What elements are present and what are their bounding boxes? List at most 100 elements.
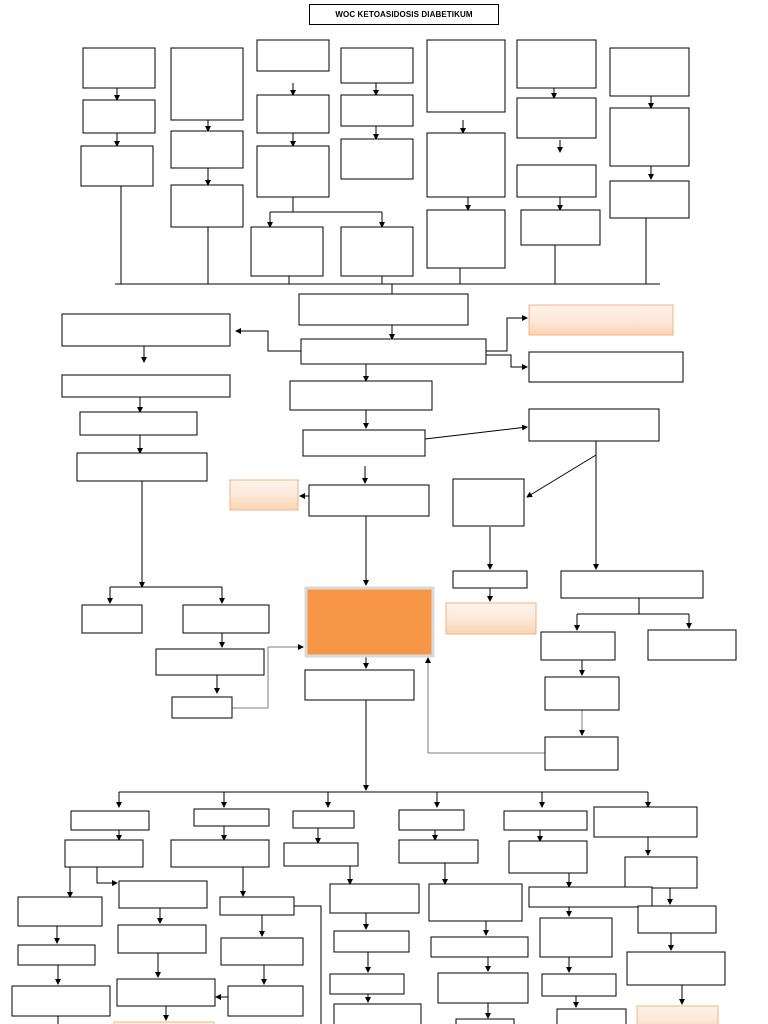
diagram-box [17, 944, 96, 966]
diagram-box [82, 99, 156, 134]
diagram-box [503, 810, 588, 831]
diagram-box [289, 380, 433, 411]
diagram-box [528, 351, 684, 383]
diagram-box [430, 936, 529, 958]
diagram-box [80, 145, 154, 187]
diagram-box [516, 39, 597, 89]
highlight-box [528, 304, 674, 336]
diagram-box [452, 478, 525, 527]
diagram-box [298, 293, 469, 326]
diagram-box [79, 411, 198, 436]
diagram-box [117, 924, 207, 954]
diagram-box [182, 604, 270, 634]
diagram-box [64, 839, 144, 868]
diagram-boxes [11, 39, 737, 1024]
diagram-box [426, 39, 506, 113]
connector-arrow [235, 328, 301, 352]
diagram-box [118, 880, 208, 909]
connector-arrow [96, 867, 118, 886]
diagram-box [155, 648, 265, 676]
diagram-box [256, 94, 330, 134]
highlight-box [636, 1005, 719, 1024]
diagram-box [256, 39, 330, 72]
diagram-box [437, 972, 529, 1004]
diagram-box [333, 930, 410, 953]
diagram-box [76, 452, 208, 482]
diagram-box [544, 736, 619, 771]
diagram-box [508, 840, 588, 874]
diagram-box [516, 97, 597, 139]
diagram-box [540, 631, 616, 661]
diagram-box [556, 1008, 627, 1024]
diagram-box [516, 164, 597, 198]
diagram-box [329, 973, 405, 995]
diagram-box [70, 810, 150, 831]
diagram-box [560, 570, 704, 599]
diagram-box [193, 808, 270, 827]
diagram-box [528, 408, 660, 442]
diagram-box [609, 180, 690, 219]
connector-arrow [232, 644, 304, 709]
diagram-box [170, 130, 244, 169]
diagram-box [333, 1003, 422, 1024]
diagram-box [340, 47, 414, 84]
diagram-box [428, 883, 523, 922]
diagram-box [340, 94, 414, 127]
diagram-box [250, 226, 324, 277]
diagram-box [426, 209, 506, 269]
diagram-box [17, 896, 103, 927]
diagram-box [256, 145, 330, 198]
diagram-box [170, 839, 270, 868]
diagram-box [624, 856, 698, 889]
diagram-box [219, 896, 295, 916]
diagram-box [455, 1018, 515, 1024]
diagram-box [452, 570, 528, 589]
connector-line [294, 905, 322, 1024]
diagram-title: WOC KETOASIDOSIS DIABETIKUM [309, 4, 499, 25]
connector-arrow [486, 354, 528, 370]
diagram-box [541, 973, 617, 997]
diagram-box [626, 951, 726, 986]
connector-arrow [425, 657, 545, 754]
diagram-box [302, 429, 426, 457]
diagram-box [171, 696, 233, 719]
diagram-box [116, 978, 216, 1007]
diagram-box [308, 484, 430, 517]
diagram-box [340, 226, 414, 277]
highlight-box [113, 1021, 215, 1024]
diagram-box [398, 839, 479, 864]
diagram-box [520, 209, 601, 246]
diagram-box [61, 374, 231, 398]
highlight-box [445, 602, 537, 635]
diagram-box [398, 809, 465, 831]
diagram-box [292, 810, 355, 829]
diagram-box [82, 47, 156, 89]
diagram-box [300, 338, 487, 365]
diagram-box [170, 184, 244, 228]
diagram-box [340, 138, 414, 180]
diagram-box [227, 985, 304, 1017]
diagram-box [593, 806, 698, 838]
diagram-box [609, 107, 690, 167]
diagram-box [11, 985, 111, 1017]
diagram-box [528, 886, 653, 908]
focus-box [304, 586, 435, 658]
connector-arrow [526, 454, 597, 498]
diagram-box [170, 47, 244, 121]
connector-arrow [486, 315, 528, 352]
diagram-box [81, 604, 143, 634]
diagram-box [609, 47, 690, 97]
diagram-box [220, 937, 304, 966]
diagram-box [637, 905, 717, 934]
diagram-box [647, 629, 737, 661]
connector-lines [54, 83, 692, 1024]
diagram-box [61, 313, 231, 347]
diagram-box [539, 917, 613, 958]
highlight-box [229, 479, 299, 511]
diagram-box [304, 669, 415, 701]
connector-arrow [424, 424, 528, 440]
diagram-box [283, 842, 359, 867]
diagram-box [329, 883, 420, 914]
